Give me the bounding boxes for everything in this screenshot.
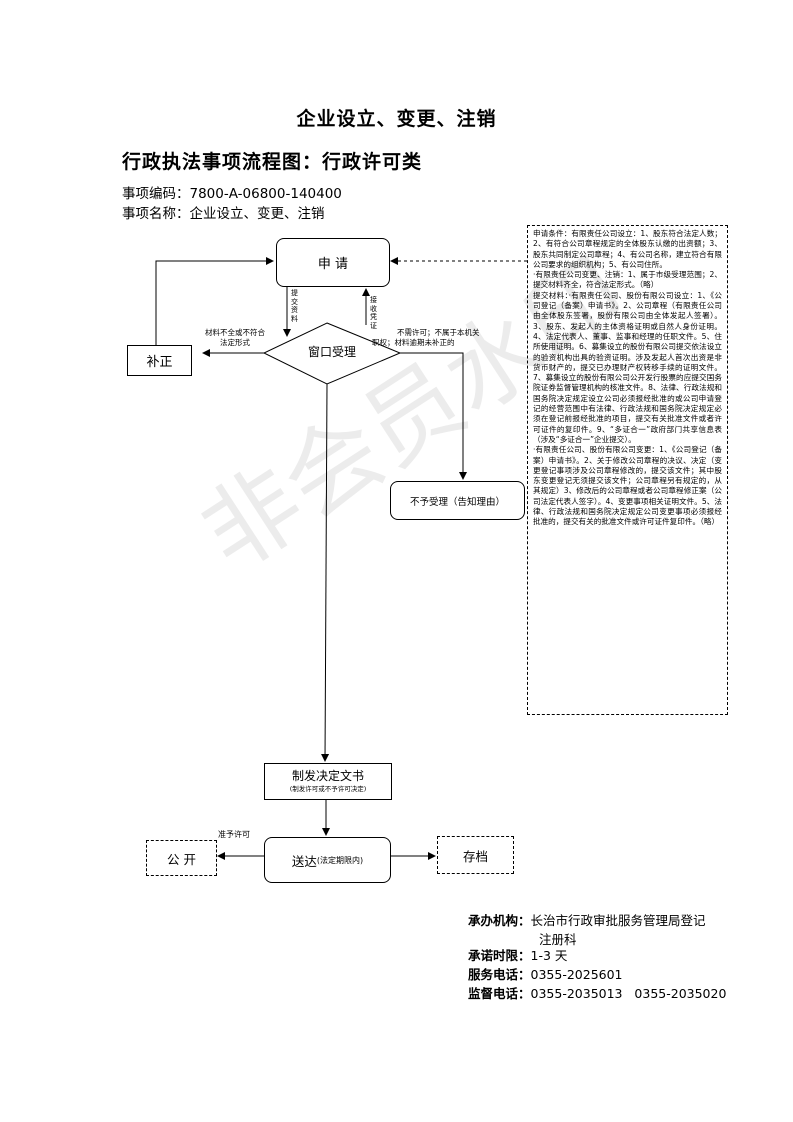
footer-org-value-1: 长治市行政审批服务管理局登记 xyxy=(530,913,706,928)
label-not-allowed-line1: 不需许可；不属于本机关 xyxy=(397,328,480,337)
reject-node: 不予受理（告知理由） xyxy=(390,481,525,520)
item-code: 事项编码：7800-A-06800-140400 xyxy=(122,182,342,202)
archive-node: 存档 xyxy=(437,836,514,874)
label-submit: 提交资料 xyxy=(291,289,298,323)
decision-subtitle: (制发许可或不予许可决定) xyxy=(289,785,367,793)
note-materials-setup: 提交材料：·有限责任公司、股份有限公司设立：1、《公司登记（备案）申请书》。2、… xyxy=(533,290,722,444)
deliver-label: 送达 xyxy=(291,853,317,869)
item-name: 事项名称：企业设立、变更、注销 xyxy=(122,202,325,222)
footer-org: 承办机构：长治市行政审批服务管理局登记 xyxy=(468,911,706,930)
apply-label: 申 请 xyxy=(317,257,349,272)
footer-supervise: 监督电话：0355-2035013 0355-2035020 xyxy=(468,984,726,1003)
archive-label: 存档 xyxy=(462,848,488,864)
publish-node: 公 开 xyxy=(146,840,217,876)
deliver-node: 送达(法定期限内) xyxy=(264,837,391,883)
label-incomplete: 材料不全或不符合 法定形式 xyxy=(196,328,274,348)
footer-time-value: 1-3 天 xyxy=(530,948,568,963)
item-name-label: 事项名称： xyxy=(122,206,190,222)
footer-supervise-label: 监督电话： xyxy=(468,986,531,1001)
label-not-allowed: 不需许可；不属于本机关 职权；材料逾期未补正的 xyxy=(372,328,492,348)
footer-time: 承诺时限：1-3 天 xyxy=(468,946,567,965)
footer-org-value-2: 注册科 xyxy=(539,932,577,947)
item-code-value: 7800-A-06800-140400 xyxy=(189,186,342,202)
arrow-supplement-back xyxy=(155,257,274,345)
apply-node: 申 请 xyxy=(276,238,390,287)
note-change-cancel: ·有限责任公司变更、注销：1、属于市级受理范围；2、提交材料齐全，符合法定形式。… xyxy=(533,270,722,290)
note-materials-change: ·有限责任公司、股份有限公司变更：1、《公司登记（备案）申请书》。2、关于修改公… xyxy=(533,445,722,527)
footer-service: 服务电话：0355-2025601 xyxy=(468,965,623,984)
label-grant: 准予许可 xyxy=(218,830,250,839)
page-subtitle: 行政执法事项流程图：行政许可类 xyxy=(122,151,423,173)
decision-title: 制发决定文书 xyxy=(291,769,364,783)
footer-supervise-value: 0355-2035013 0355-2035020 xyxy=(530,986,727,1001)
window-diamond xyxy=(262,322,402,385)
page-title: 企业设立、变更、注销 xyxy=(296,108,497,130)
label-incomplete-line2: 法定形式 xyxy=(220,338,250,347)
arrow-to-decision xyxy=(321,383,330,762)
label-not-allowed-line2: 职权；材料逾期未补正的 xyxy=(372,338,455,347)
decision-node: 制发决定文书 (制发许可或不予许可决定) xyxy=(264,763,392,800)
reject-label: 不予受理（告知理由） xyxy=(409,496,505,508)
supplement-label: 补正 xyxy=(146,355,173,370)
supplement-node: 补正 xyxy=(127,345,192,376)
item-name-value: 企业设立、变更、注销 xyxy=(189,206,325,222)
label-incomplete-line1: 材料不全或不符合 xyxy=(205,328,265,337)
footer-service-label: 服务电话： xyxy=(468,967,531,982)
footer-time-label: 承诺时限： xyxy=(468,948,531,963)
arrow-to-reject xyxy=(400,352,467,480)
footer-org-label: 承办机构： xyxy=(468,913,531,928)
requirements-note: 申请条件：有限责任公司设立：1、股东符合法定人数；2、有符合公司章程规定的全体股… xyxy=(527,225,728,715)
note-conditions: 申请条件：有限责任公司设立：1、股东符合法定人数；2、有符合公司章程规定的全体股… xyxy=(533,229,722,269)
footer-service-value: 0355-2025601 xyxy=(530,967,623,982)
publish-label: 公 开 xyxy=(167,851,196,867)
item-code-label: 事项编码： xyxy=(122,186,190,202)
deliver-sublabel: (法定期限内) xyxy=(316,855,364,865)
window-label: 窗口受理 xyxy=(307,345,356,359)
label-receive: 接收凭证 xyxy=(370,296,377,330)
